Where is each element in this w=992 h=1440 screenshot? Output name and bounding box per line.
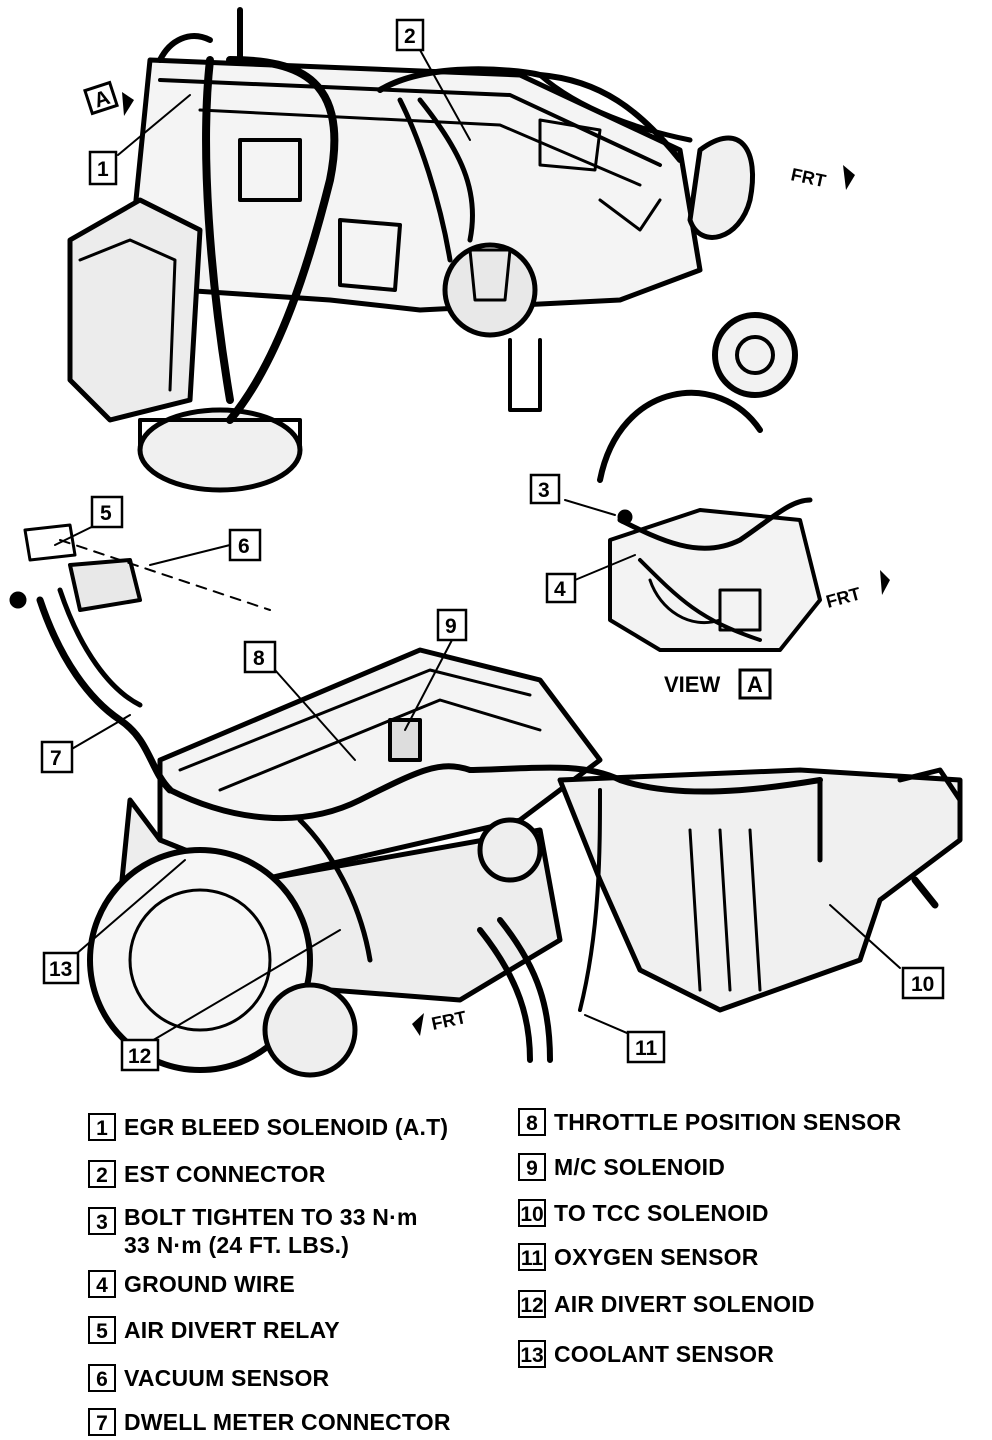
legend-item-4: 4 GROUND WIRE [88,1270,295,1298]
callout-11: 11 [635,1037,658,1060]
legend-num: 6 [88,1364,116,1392]
legend-item-3: 3 BOLT TIGHTEN TO 33 N·m 33 N·m (24 FT. … [88,1203,418,1259]
legend-item-1: 1 EGR BLEED SOLENOID (A.T) [88,1113,448,1141]
legend-text: THROTTLE POSITION SENSOR [554,1109,902,1135]
callout-9: 9 [445,615,457,638]
legend-text: EGR BLEED SOLENOID (A.T) [124,1114,449,1140]
legend-text: BOLT TIGHTEN TO 33 N·m [124,1204,418,1230]
legend-num: 9 [518,1153,546,1181]
legend-num: 2 [88,1160,116,1188]
callout-10: 10 [911,973,934,996]
view-a-reference-letter: A [91,86,113,113]
legend-num: 5 [88,1316,116,1344]
leader-lines [54,49,901,1046]
legend-text: AIR DIVERT SOLENOID [554,1291,815,1317]
bottom-engine-illustration [9,523,963,1078]
frt-label-bottom: FRT [430,1007,468,1034]
legend-item-10: 10 TO TCC SOLENOID [518,1199,769,1227]
legend-text: TO TCC SOLENOID [554,1200,769,1226]
legend-item-12: 12 AIR DIVERT SOLENOID [518,1290,815,1318]
callout-6: 6 [238,535,250,558]
legend-item-7: 7 DWELL METER CONNECTOR [88,1408,451,1436]
callout-2: 2 [404,25,416,48]
callout-13: 13 [49,958,72,981]
legend-num: 11 [518,1243,546,1271]
legend-text: EST CONNECTOR [124,1161,326,1187]
legend-item-6: 6 VACUUM SENSOR [88,1364,329,1392]
callout-3: 3 [538,479,550,502]
view-a-arrow-icon [122,92,134,116]
legend-item-11: 11 OXYGEN SENSOR [518,1243,759,1271]
legend-item-8: 8 THROTTLE POSITION SENSOR [518,1108,901,1136]
frt-label-view-a: FRT [824,583,863,611]
legend-text: VACUUM SENSOR [124,1365,330,1391]
legend-text: AIR DIVERT RELAY [124,1317,340,1343]
callout-7: 7 [50,747,62,770]
callout-12: 12 [128,1045,151,1068]
callout-boxes: 1 2 3 4 5 6 7 8 9 10 11 12 13 [40,18,945,1072]
legend-item-2: 2 EST CONNECTOR [88,1160,326,1188]
legend-num: 1 [88,1113,116,1141]
legend-num: 12 [518,1290,546,1318]
legend-num: 10 [518,1199,546,1227]
view-a-caption: VIEW A [664,668,772,700]
legend-text: DWELL METER CONNECTOR [124,1409,451,1435]
frt-arrow-top-icon [843,165,855,190]
callout-1: 1 [97,158,109,181]
view-caption-letter: A [747,672,763,697]
legend-text: M/C SOLENOID [554,1154,726,1180]
legend-text: GROUND WIRE [124,1271,295,1297]
callout-4: 4 [554,578,566,601]
legend-item-9: 9 M/C SOLENOID [518,1153,725,1181]
legend-num: 8 [518,1108,546,1136]
frt-arrow-view-a-icon [880,570,890,595]
legend-text-line2: 33 N·m (24 FT. LBS.) [124,1232,350,1258]
legend-item-13: 13 COOLANT SENSOR [518,1340,774,1368]
legend-num: 7 [88,1408,116,1436]
legend-text: COOLANT SENSOR [554,1341,775,1367]
view-a-inset-illustration [608,497,822,652]
legend-item-5: 5 AIR DIVERT RELAY [88,1316,340,1344]
legend-text: OXYGEN SENSOR [554,1244,759,1270]
callout-8: 8 [253,647,265,670]
legend-num: 3 [88,1207,116,1235]
legend-num: 13 [518,1340,546,1368]
frt-label-top: FRT [789,164,827,191]
view-caption-text: VIEW [664,672,720,697]
legend-num: 4 [88,1270,116,1298]
view-a-reference-tag: A [83,80,134,116]
top-engine-illustration [67,7,798,493]
frt-arrow-bottom-icon [412,1013,424,1036]
callout-5: 5 [100,502,112,525]
